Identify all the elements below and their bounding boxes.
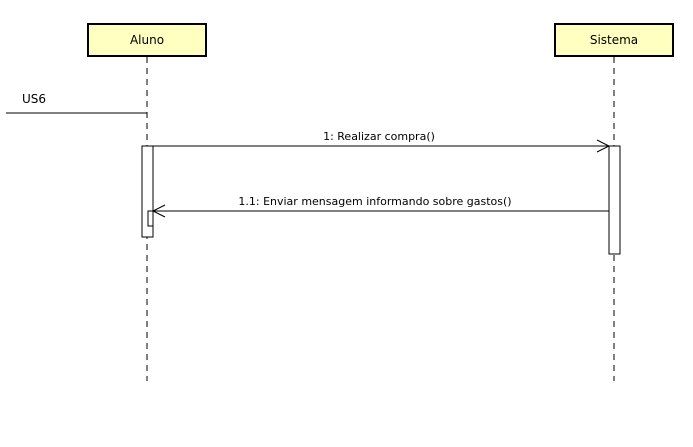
arrowhead-open <box>596 139 611 153</box>
frame-label: US6 <box>22 92 46 106</box>
participant-box <box>87 23 207 57</box>
frame-us6: US6 <box>6 92 147 114</box>
participant-sistema[interactable]: Sistema <box>554 23 674 57</box>
message-label: 1: Realizar compra() <box>323 130 435 143</box>
activation-bar-aluno-nested <box>147 210 154 227</box>
activation-bar-aluno <box>141 145 154 238</box>
arrowhead-open <box>151 204 166 218</box>
participant-box <box>554 23 674 57</box>
message-label: 1.1: Enviar mensagem informando sobre ga… <box>238 195 511 208</box>
participant-name: Aluno <box>130 33 164 47</box>
activation-bar-sistema <box>608 145 621 255</box>
participant-aluno[interactable]: Aluno <box>87 23 207 57</box>
message-enviar-mensagem[interactable]: 1.1: Enviar mensagem informando sobre ga… <box>151 195 609 218</box>
message-realizar-compra[interactable]: 1: Realizar compra() <box>153 130 611 153</box>
participant-name: Sistema <box>590 33 638 47</box>
